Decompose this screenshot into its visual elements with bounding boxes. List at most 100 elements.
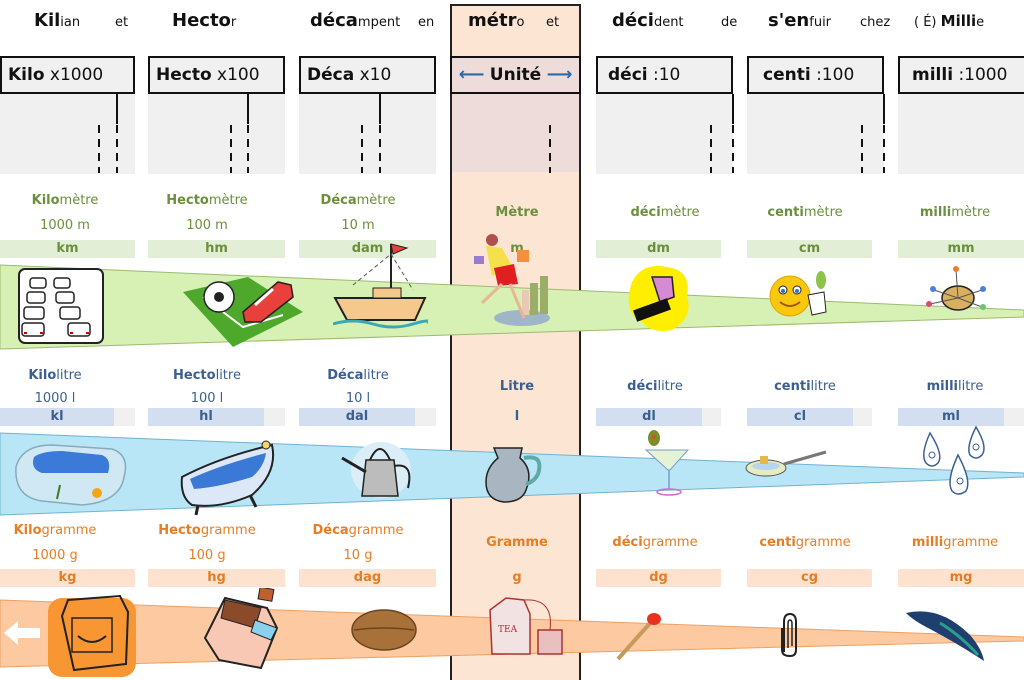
unit-name: décigramme <box>612 535 698 550</box>
unit-abbr: mm <box>898 240 1024 258</box>
pincushion-icon <box>926 266 986 311</box>
unit-name: Mètre <box>495 205 539 220</box>
chocolate-bar-icon <box>203 588 279 670</box>
match-icon <box>616 613 661 661</box>
dashed-line <box>732 125 734 173</box>
unit-value: 1000 l <box>34 391 76 406</box>
unit-abbr: g <box>512 570 522 585</box>
prefix-box-deca: Déca x10 <box>299 56 436 94</box>
unit-value: 10 l <box>345 391 371 406</box>
prefix-gray-area <box>898 94 1024 174</box>
mnemonic-word: chez <box>860 15 891 30</box>
arrow-right-icon: ⟶ <box>546 64 573 85</box>
unit-name: milligramme <box>911 535 999 550</box>
unit-abbr: dam <box>299 240 436 258</box>
column-divider <box>732 94 734 124</box>
dashed-line <box>116 125 118 173</box>
unit-value: 100 m <box>186 218 228 233</box>
unit-name: Décamètre <box>320 193 396 208</box>
mnemonic-word: Hector <box>172 10 237 31</box>
unit-value: 100 l <box>190 391 224 406</box>
jug-icon <box>485 447 542 503</box>
bathtub-icon <box>180 440 274 516</box>
mnemonic-word: décident <box>612 10 684 31</box>
flour-bag-icon <box>48 594 136 677</box>
unit-abbr: dm <box>596 240 721 258</box>
unit-abbr: kg <box>0 569 135 587</box>
column-divider <box>247 94 249 124</box>
dashed-line <box>883 125 885 173</box>
pool-icon <box>15 444 127 506</box>
dashed-line <box>379 125 381 173</box>
unit-name: Hectomètre <box>166 193 248 208</box>
unit-value: 1000 m <box>40 218 90 233</box>
unit-name: Kilolitre <box>28 368 82 383</box>
unit-name: millilitre <box>926 379 984 394</box>
cocktail-glass-icon <box>644 430 690 496</box>
column-divider <box>116 94 118 124</box>
mnemonic-word: Kilian <box>34 10 81 31</box>
prefix-gray-area <box>596 94 733 174</box>
prefix-gray-area <box>0 94 135 174</box>
unit-name: Gramme <box>486 535 548 550</box>
unit-abbr: dl <box>596 408 702 426</box>
unit-abbr: dag <box>299 569 436 587</box>
unit-abbr: mg <box>898 569 1024 587</box>
unit-abbr: l <box>514 409 520 424</box>
arrow-left-icon: ⟵ <box>458 64 485 85</box>
column-divider <box>379 94 381 124</box>
prefix-box-milli: milli :1000 <box>898 56 1024 94</box>
unit-value: 10 g <box>343 548 373 563</box>
unit-name: Hectogramme <box>158 523 256 538</box>
unit-abbr: dal <box>299 408 415 426</box>
football-pitch-icon <box>183 277 303 347</box>
unit-abbr: ml <box>898 408 1004 426</box>
mnemonic-word: décampent <box>310 10 401 31</box>
smiley-thumb-icon <box>769 271 827 317</box>
walking-woman-icon <box>474 234 550 326</box>
paperclip-icon <box>781 612 797 658</box>
unit-name: millimètre <box>919 205 991 220</box>
arrow-left-icon <box>4 621 40 645</box>
dashed-line <box>230 125 232 173</box>
prefix-box-hecto: Hecto x100 <box>148 56 285 94</box>
unit-value: 10 m <box>341 218 375 233</box>
unit-abbr: kl <box>0 408 114 426</box>
prefix-gray-area <box>747 94 884 174</box>
unit-name: Kilogramme <box>13 523 97 538</box>
unit-name: centigramme <box>759 535 851 550</box>
unit-abbr: cl <box>747 408 853 426</box>
mnemonic-word: ( É) Millie <box>914 12 985 30</box>
unit-value: 1000 g <box>32 548 78 563</box>
unit-abbr: dg <box>596 569 721 587</box>
unit-name: Hectolitre <box>173 368 241 383</box>
mnemonic-word: métro <box>468 10 525 31</box>
svg-text:TEA: TEA <box>498 625 518 635</box>
feather-icon <box>906 611 984 661</box>
unit-abbr: hl <box>148 408 264 426</box>
unit-name: centilitre <box>774 379 836 394</box>
prefix-box-deci: déci :10 <box>596 56 733 94</box>
dashed-line <box>861 125 863 173</box>
mnemonic-word: et <box>546 15 560 30</box>
unit-name: Litre <box>499 379 535 394</box>
prefix-gray-area <box>148 94 285 174</box>
prefix-box-unit: ⟵ Unité ⟶ <box>450 56 581 94</box>
watering-can-icon <box>341 442 411 498</box>
mnemonic-word: s'enfuir <box>768 10 832 31</box>
boat-icon <box>333 243 428 329</box>
mnemonic-word: et <box>115 15 129 30</box>
prefix-box-centi: centi :100 <box>747 56 884 94</box>
walnut-icon <box>351 609 417 651</box>
drops-icon <box>923 425 985 495</box>
unit-name: Kilomètre <box>31 193 99 208</box>
prefix-box-kilo: Kilo x1000 <box>0 56 135 94</box>
fist-icon <box>628 266 689 331</box>
unit-name: centimètre <box>767 205 843 220</box>
dashed-line <box>710 125 712 173</box>
traffic-jam-icon <box>18 268 104 344</box>
dashed-line <box>247 125 249 173</box>
unit-abbr: km <box>0 240 135 258</box>
unit-abbr: cm <box>747 240 872 258</box>
unit-abbr: cg <box>747 569 872 587</box>
